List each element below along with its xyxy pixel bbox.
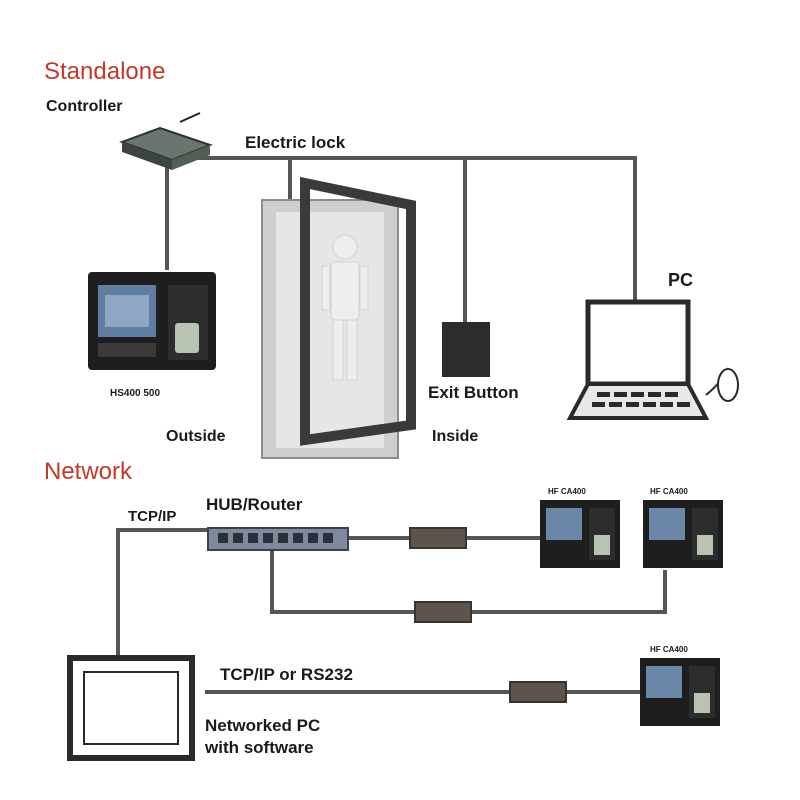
electric-lock-label: Electric lock (245, 133, 346, 152)
hub-router-label: HUB/Router (206, 495, 303, 514)
person-silhouette (321, 234, 369, 381)
converter-top (409, 527, 467, 549)
standalone-wiring (165, 156, 637, 322)
terminal-label-1: HF CA400 (548, 487, 586, 496)
outside-label: Outside (166, 428, 226, 445)
exit-button-device (442, 322, 490, 377)
controller-device (119, 112, 213, 170)
exit-button-label: Exit Button (428, 383, 519, 402)
standalone-heading: Standalone (44, 58, 166, 85)
network-terminal-2 (643, 500, 723, 568)
controller-label: Controller (46, 98, 123, 115)
terminal-label-2: HF CA400 (650, 487, 688, 496)
hub-router-device (207, 527, 349, 551)
door (261, 176, 416, 459)
mouse-icon (717, 368, 739, 402)
converter-bottom (509, 681, 567, 703)
network-heading: Network (44, 458, 133, 485)
networked-pc-software-label: with software (205, 738, 314, 757)
network-terminal-3 (640, 658, 720, 726)
terminal-label-3: HF CA400 (650, 645, 688, 654)
pc-label: PC (668, 270, 694, 290)
network-terminal-1 (540, 500, 620, 568)
laptop-pc (566, 299, 729, 420)
fingerprint-terminal (88, 272, 216, 370)
tcpip-label: TCP/IP (128, 508, 177, 525)
inside-label: Inside (432, 428, 479, 445)
terminal-model-label: HS400 500 (110, 388, 161, 399)
networked-pc-label: Networked PC (205, 716, 321, 735)
networked-pc-monitor (67, 655, 195, 761)
tcpip-or-rs232-label: TCP/IP or RS232 (220, 665, 353, 684)
converter-middle (414, 601, 472, 623)
